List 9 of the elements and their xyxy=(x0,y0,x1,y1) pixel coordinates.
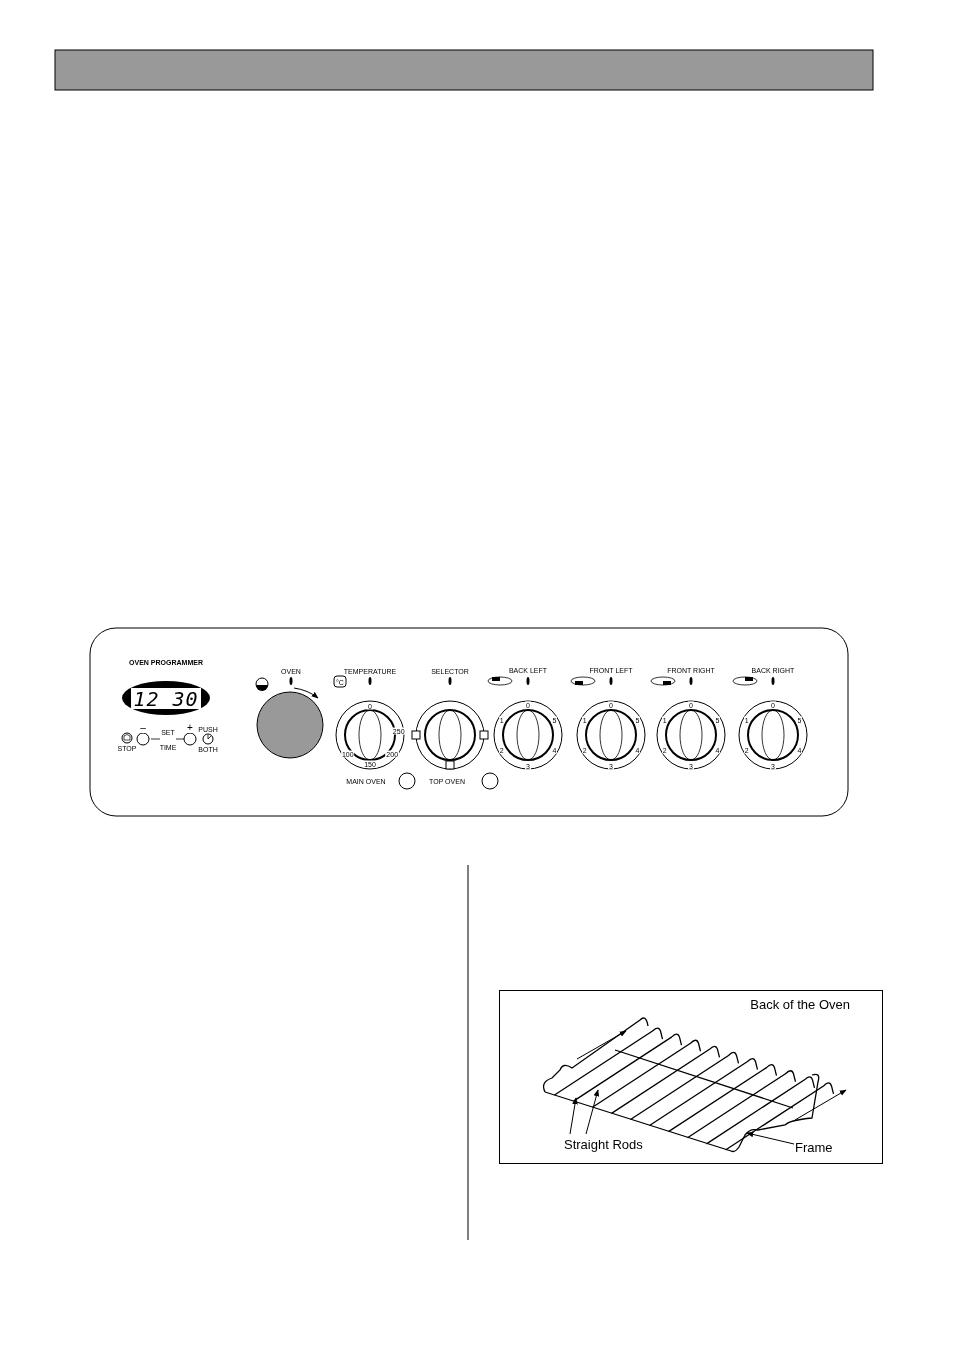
callout-text: Straight Rods xyxy=(564,1135,664,1153)
figure-frame xyxy=(499,990,883,1164)
figure-caption: Back of the Oven xyxy=(750,997,850,1012)
plus-label: + xyxy=(186,723,194,733)
leader-line xyxy=(585,1089,600,1135)
callout-text: Frame xyxy=(795,1138,845,1156)
clock-readout: 12 30 xyxy=(132,689,200,709)
leader-line xyxy=(746,1131,795,1145)
leader-line xyxy=(569,1097,578,1135)
